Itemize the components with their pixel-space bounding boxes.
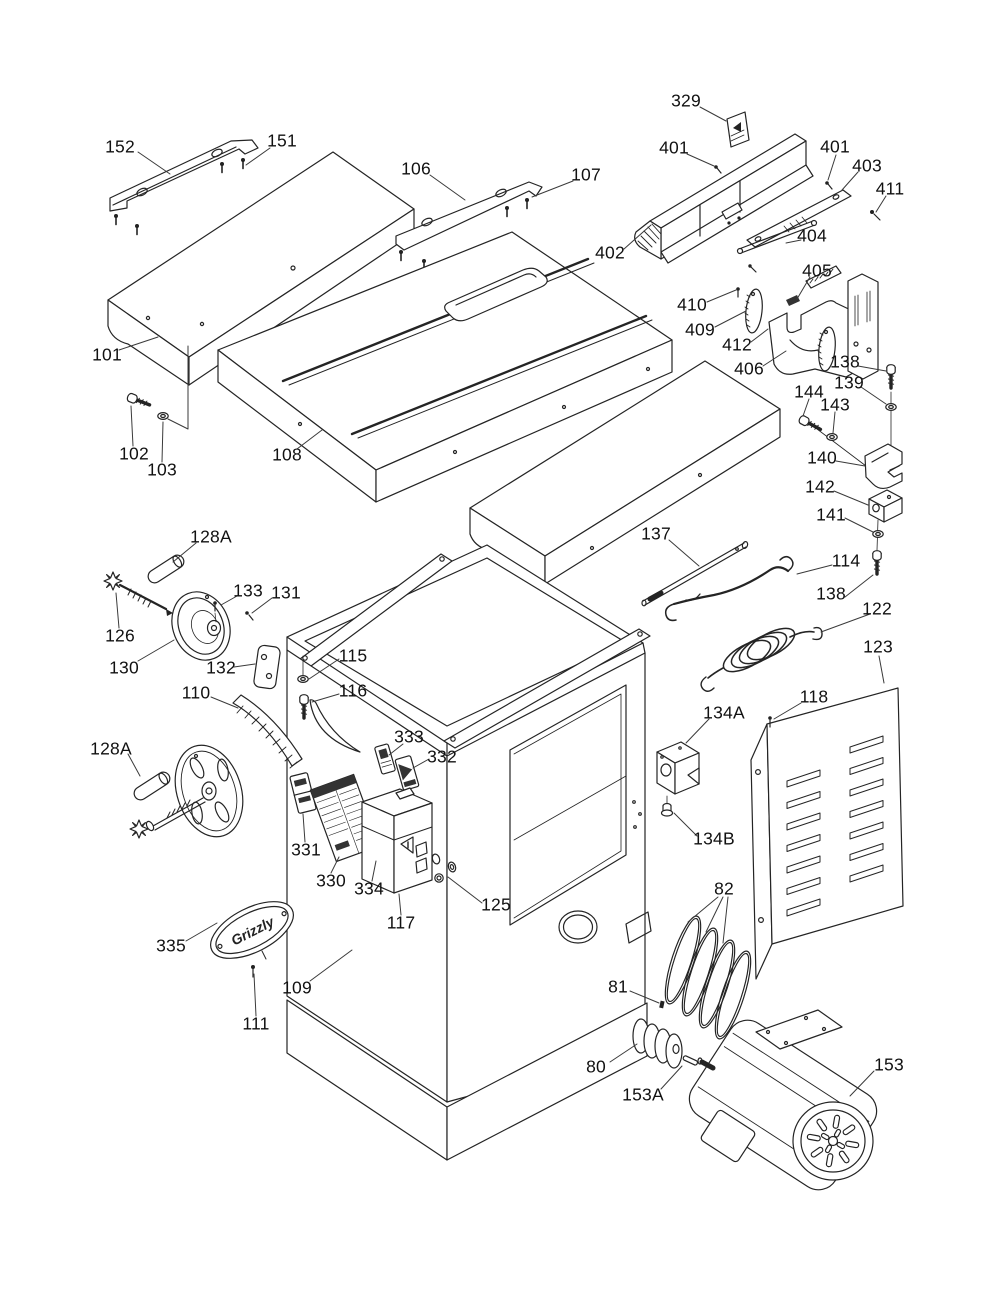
callout-114: 114 xyxy=(831,550,861,571)
callout-152: 152 xyxy=(105,136,135,157)
motor xyxy=(688,1009,878,1191)
handwheel-assembly-upper xyxy=(103,552,281,690)
mounting-hardware xyxy=(796,363,903,576)
callout-333: 333 xyxy=(394,726,424,747)
bearing-block xyxy=(656,741,700,817)
switch-box xyxy=(361,787,433,894)
callout-103: 103 xyxy=(147,459,177,480)
callout-153A: 153A xyxy=(622,1084,664,1105)
callout-139: 139 xyxy=(834,372,864,393)
angle-bracket-140 xyxy=(864,443,903,490)
washer-115 xyxy=(297,674,309,684)
fence-rail-403 xyxy=(746,189,852,248)
callout-335: 335 xyxy=(156,935,186,956)
callout-329: 329 xyxy=(671,90,701,111)
callout-138b: 138 xyxy=(816,583,846,604)
callout-153: 153 xyxy=(874,1054,904,1075)
motor-pulley xyxy=(632,1000,699,1069)
callout-82: 82 xyxy=(714,878,734,899)
callout-125: 125 xyxy=(481,894,511,915)
callout-142: 142 xyxy=(805,476,835,497)
callout-132: 132 xyxy=(206,657,236,678)
tilt-scale xyxy=(232,694,303,769)
callout-144: 144 xyxy=(794,381,824,402)
callout-330: 330 xyxy=(316,870,346,891)
callout-412: 412 xyxy=(722,334,752,355)
callout-406: 406 xyxy=(734,358,764,379)
callout-411: 411 xyxy=(875,178,905,199)
callout-123: 123 xyxy=(863,636,893,657)
wire-harness xyxy=(664,556,794,622)
front-rail-right xyxy=(395,181,543,271)
handwheel-assembly-lower xyxy=(129,744,244,839)
callout-402: 402 xyxy=(595,242,625,263)
callout-331: 331 xyxy=(291,839,321,860)
rip-fence-assembly xyxy=(634,111,881,380)
leader-lines xyxy=(115,106,887,1097)
dust-port xyxy=(558,910,598,944)
cabinet-base xyxy=(286,999,648,1161)
louvered-motor-cover xyxy=(750,687,904,980)
callout-128A-b: 128A xyxy=(90,738,132,759)
handwheel-grip xyxy=(131,769,173,803)
callout-128A-a: 128A xyxy=(190,526,232,547)
callout-118: 118 xyxy=(799,686,829,707)
callout-110: 110 xyxy=(181,682,211,703)
front-rail-left xyxy=(109,139,259,236)
callout-131: 131 xyxy=(271,582,301,603)
sector-gear xyxy=(745,288,763,334)
callout-102: 102 xyxy=(119,443,149,464)
callout-130: 130 xyxy=(109,657,139,678)
warning-triangle-icon xyxy=(400,836,414,854)
callout-122: 122 xyxy=(862,598,892,619)
callout-108: 108 xyxy=(272,444,302,465)
gear-rack-405 xyxy=(805,265,842,289)
callout-111: 111 xyxy=(242,1013,270,1034)
callout-117: 117 xyxy=(386,912,416,933)
callout-410: 410 xyxy=(677,294,707,315)
callout-101: 101 xyxy=(92,344,122,365)
cabinet xyxy=(286,544,652,1103)
callout-106: 106 xyxy=(401,158,431,179)
callout-137: 137 xyxy=(641,523,671,544)
handwheel-grip xyxy=(145,552,187,586)
callout-138a: 138 xyxy=(830,351,860,372)
callout-334: 334 xyxy=(354,878,384,899)
callout-115: 115 xyxy=(338,645,368,666)
motor-fan-grille xyxy=(792,1101,874,1181)
callout-141: 141 xyxy=(816,504,846,525)
callout-134B: 134B xyxy=(693,828,735,849)
callout-140: 140 xyxy=(807,447,837,468)
callout-401b: 401 xyxy=(820,136,850,157)
v-belts xyxy=(664,915,752,1040)
shaft-key xyxy=(682,1055,699,1066)
callout-409: 409 xyxy=(685,319,715,340)
callout-133: 133 xyxy=(233,580,263,601)
callout-151: 151 xyxy=(267,130,297,151)
tie-rod xyxy=(641,541,749,607)
callout-404: 404 xyxy=(797,225,827,246)
callout-109: 109 xyxy=(282,977,312,998)
callout-107: 107 xyxy=(571,164,601,185)
callout-134A: 134A xyxy=(703,702,745,723)
callout-405: 405 xyxy=(802,260,832,281)
wing-bolt-hardware xyxy=(124,390,169,420)
extension-wing-right xyxy=(469,360,781,585)
main-table xyxy=(217,231,673,503)
callout-116: 116 xyxy=(338,680,368,701)
callout-332: 332 xyxy=(427,746,457,767)
blade-access-opening xyxy=(509,684,627,926)
callout-81: 81 xyxy=(608,976,628,997)
power-cord-coil xyxy=(700,626,823,692)
table-mount-rail xyxy=(443,628,651,749)
callout-401a: 401 xyxy=(659,137,689,158)
callout-80: 80 xyxy=(586,1056,606,1077)
callout-403: 403 xyxy=(852,155,882,176)
brand-badge: Grizzly xyxy=(210,901,294,978)
callout-143: 143 xyxy=(820,394,850,415)
callout-126: 126 xyxy=(105,625,135,646)
fasteners-125 xyxy=(431,853,457,883)
